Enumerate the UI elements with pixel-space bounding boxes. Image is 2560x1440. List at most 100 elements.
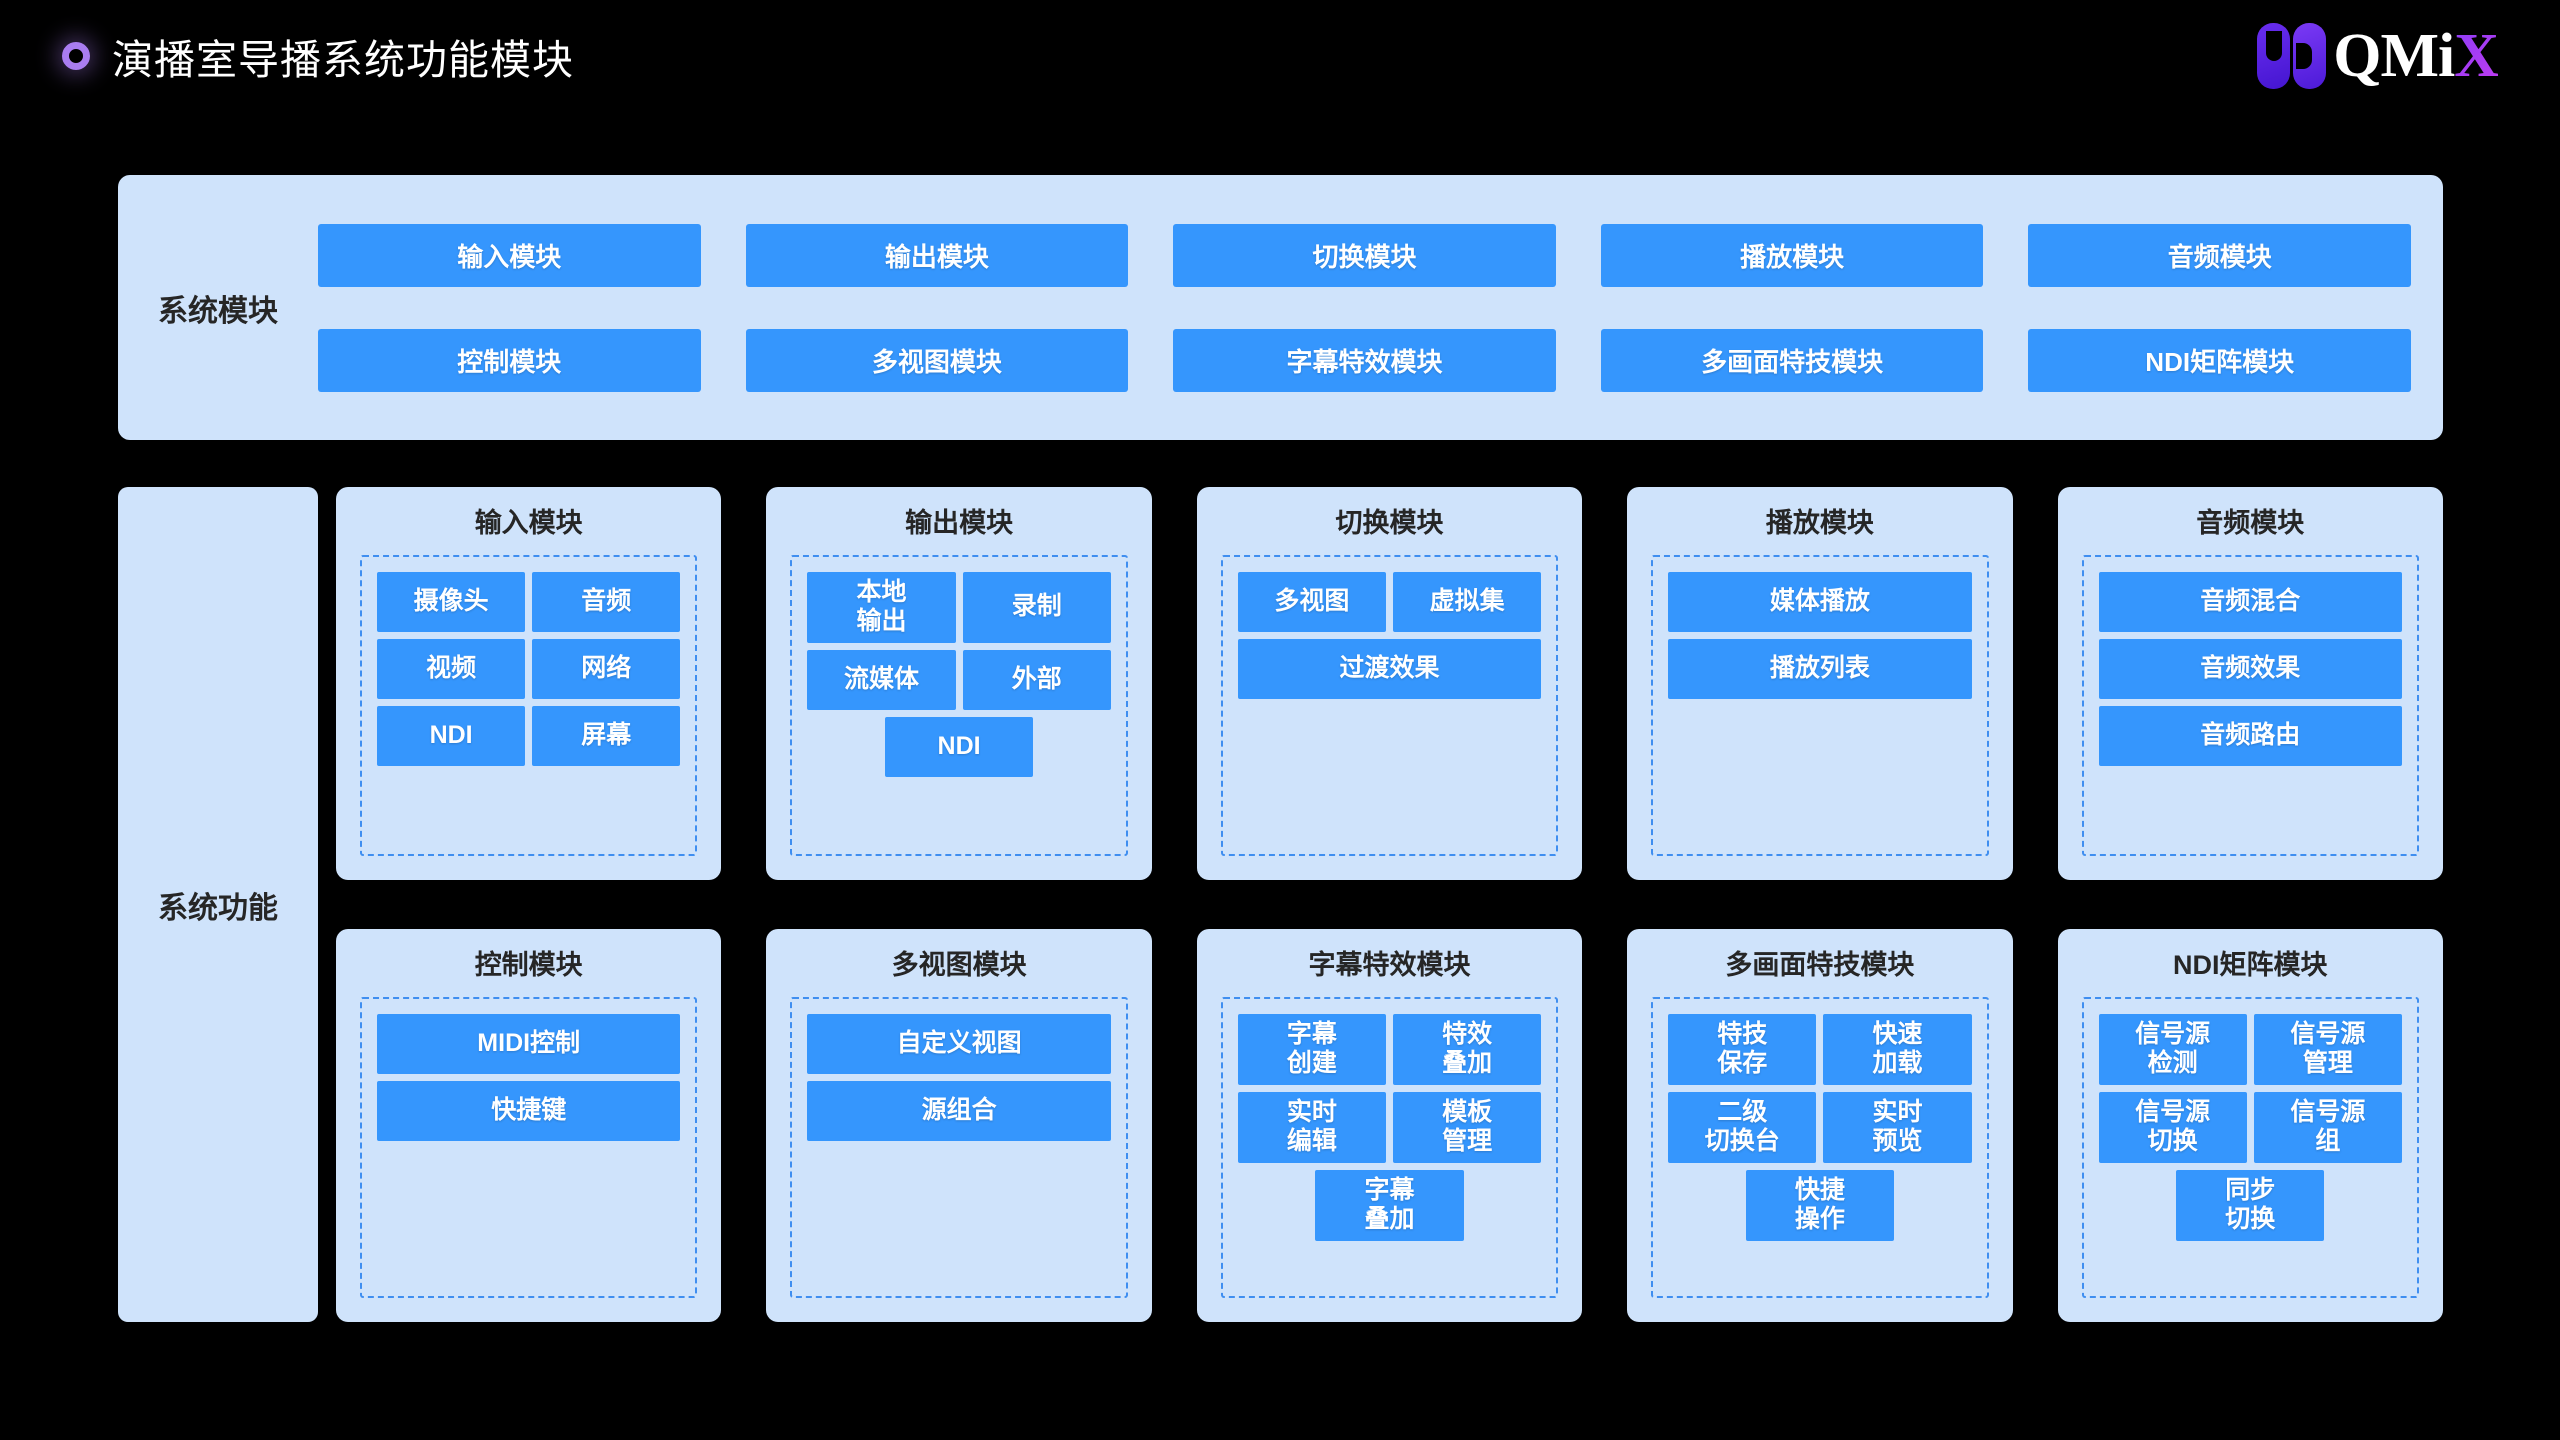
function-chip[interactable]: 同步 切换 [2176, 1169, 2325, 1241]
function-chip[interactable]: 播放列表 [1668, 638, 1972, 699]
function-card: 多画面特技模块特技 保存快速 加载二级 切换台实时 预览快捷 操作 [1627, 929, 2013, 1322]
system-module-button[interactable]: 播放模块 [1600, 223, 1984, 287]
system-module-button[interactable]: NDI矩阵模块 [2028, 328, 2411, 392]
function-card: 切换模块多视图虚拟集过渡效果 [1196, 487, 1583, 880]
function-chip[interactable]: 多视图 [1237, 571, 1386, 632]
function-chip[interactable]: 本地 输出 [807, 571, 956, 643]
function-card-title: 音频模块 [2196, 508, 2305, 538]
function-chip-row: 自定义视图 [807, 1013, 1111, 1074]
function-chip-row: 字幕 创建特效 叠加 [1237, 1013, 1542, 1085]
function-card-title: 多视图模块 [891, 950, 1027, 980]
function-chip[interactable]: 信号源 切换 [2098, 1091, 2247, 1163]
function-card: 控制模块 MIDI控制快捷键 [336, 929, 722, 1322]
function-chip[interactable]: 实时 预览 [1823, 1091, 1972, 1163]
function-card-title: NDI矩阵模块 [2173, 950, 2328, 980]
function-chip[interactable]: 网络 [532, 638, 681, 699]
function-card-body: 特技 保存快速 加载二级 切换台实时 预览快捷 操作 [1651, 996, 1989, 1298]
function-card-title: 多画面特技模块 [1725, 950, 1915, 980]
function-chip-row: 音频路由 [2098, 705, 2402, 766]
function-chip[interactable]: 视频 [377, 638, 526, 699]
function-chip-row: 播放列表 [1668, 638, 1972, 699]
function-chip-row: 快捷键 [377, 1080, 681, 1141]
function-card: 播放模块媒体播放播放列表 [1627, 487, 2013, 880]
function-chip[interactable]: 信号源 管理 [2253, 1013, 2402, 1085]
function-chip-row: 源组合 [807, 1080, 1111, 1141]
system-functions-label-text: 系统功能 [158, 891, 278, 925]
function-chip[interactable]: 音频 [532, 571, 681, 632]
function-chip[interactable]: 录制 [962, 571, 1111, 643]
function-chip-row: 多视图虚拟集 [1237, 571, 1542, 632]
ring-icon [62, 42, 90, 70]
function-chip[interactable]: 自定义视图 [807, 1013, 1111, 1074]
function-chip-row: 摄像头音频 [377, 571, 681, 632]
function-chip-row: 流媒体外部 [807, 649, 1111, 710]
function-chip[interactable]: MIDI控制 [377, 1013, 681, 1074]
function-chip[interactable]: 摄像头 [377, 571, 526, 632]
function-chip-row: 视频网络 [377, 638, 681, 699]
function-chip[interactable]: 特技 保存 [1668, 1013, 1817, 1085]
function-chip[interactable]: 流媒体 [807, 649, 956, 710]
function-card-title: 输出模块 [905, 508, 1014, 538]
function-chip[interactable]: 信号源 检测 [2098, 1013, 2247, 1085]
system-modules-panel: 系统模块 输入模块输出模块切换模块播放模块音频模块控制模块多视图模块字幕特效模块… [118, 175, 2443, 440]
function-chip-row: 信号源 检测信号源 管理 [2098, 1013, 2402, 1085]
function-chip[interactable]: 快捷键 [377, 1080, 681, 1141]
function-card-body: 多视图虚拟集过渡效果 [1220, 554, 1559, 856]
function-chip[interactable]: 媒体播放 [1668, 571, 1972, 632]
function-chip[interactable]: 信号源 组 [2253, 1091, 2402, 1163]
function-chip-row: 媒体播放 [1668, 571, 1972, 632]
function-chip[interactable]: 过渡效果 [1237, 638, 1542, 699]
function-card: 多视图模块自定义视图源组合 [766, 929, 1152, 1322]
function-chip[interactable]: 特效 叠加 [1392, 1013, 1542, 1085]
function-chip[interactable]: 实时 编辑 [1237, 1091, 1386, 1163]
system-module-button[interactable]: 多视图模块 [745, 328, 1129, 392]
function-chip[interactable]: 二级 切换台 [1668, 1091, 1817, 1163]
system-module-button[interactable]: 多画面特技模块 [1600, 328, 1984, 392]
function-chip[interactable]: 外部 [962, 649, 1111, 710]
system-module-button[interactable]: 切换模块 [1173, 223, 1556, 287]
function-chip-row: 特技 保存快速 加载 [1668, 1013, 1972, 1085]
function-chip-row: MIDI控制 [377, 1013, 681, 1074]
function-chip[interactable]: 虚拟集 [1392, 571, 1542, 632]
page-title: 演播室导播系统功能模块 [112, 37, 574, 83]
system-functions-label: 系统功能 [118, 487, 318, 1322]
function-chip[interactable]: 音频混合 [2098, 571, 2402, 632]
function-card: NDI矩阵模块信号源 检测信号源 管理信号源 切换信号源 组同步 切换 [2057, 929, 2443, 1322]
function-card-title: 切换模块 [1335, 508, 1444, 538]
function-chip[interactable]: 字幕 叠加 [1315, 1169, 1464, 1241]
system-modules-label: 系统模块 [158, 294, 278, 328]
function-chip[interactable]: 字幕 创建 [1237, 1013, 1386, 1085]
function-card-body: MIDI控制快捷键 [360, 996, 698, 1298]
header-left: 演播室导播系统功能模块 [62, 26, 574, 86]
function-chip[interactable]: NDI [884, 716, 1034, 777]
function-chip[interactable]: 屏幕 [532, 705, 681, 766]
function-chip-row: 同步 切换 [2099, 1169, 2402, 1241]
system-module-button[interactable]: 控制模块 [318, 328, 701, 392]
function-chip[interactable]: 源组合 [807, 1080, 1111, 1141]
function-card-body: 信号源 检测信号源 管理信号源 切换信号源 组同步 切换 [2081, 996, 2419, 1298]
function-card-body: 媒体播放播放列表 [1651, 554, 1989, 856]
function-chip[interactable]: 快捷 操作 [1745, 1169, 1894, 1241]
system-module-button[interactable]: 字幕特效模块 [1173, 328, 1556, 392]
function-chip-row: 实时 编辑模板 管理 [1237, 1091, 1542, 1163]
function-chip[interactable]: 音频路由 [2098, 705, 2402, 766]
function-chip[interactable]: 音频效果 [2098, 638, 2402, 699]
system-module-button[interactable]: 音频模块 [2028, 223, 2411, 287]
function-card: 字幕特效模块字幕 创建特效 叠加实时 编辑模板 管理字幕 叠加 [1196, 929, 1583, 1322]
function-chip[interactable]: 快速 加载 [1823, 1013, 1972, 1085]
logo-text: QMiX [2333, 25, 2499, 87]
function-chip-row: 字幕 叠加 [1238, 1169, 1541, 1241]
function-chip-row: 音频效果 [2098, 638, 2402, 699]
function-card-title: 字幕特效模块 [1308, 950, 1471, 980]
function-chip-row: 信号源 切换信号源 组 [2098, 1091, 2402, 1163]
function-card-title: 控制模块 [474, 950, 583, 980]
system-module-button[interactable]: 输入模块 [318, 223, 701, 287]
system-module-button[interactable]: 输出模块 [745, 223, 1129, 287]
function-chip-row: 本地 输出录制 [807, 571, 1111, 643]
function-chip[interactable]: NDI [377, 705, 526, 766]
function-chip[interactable]: 模板 管理 [1392, 1091, 1542, 1163]
